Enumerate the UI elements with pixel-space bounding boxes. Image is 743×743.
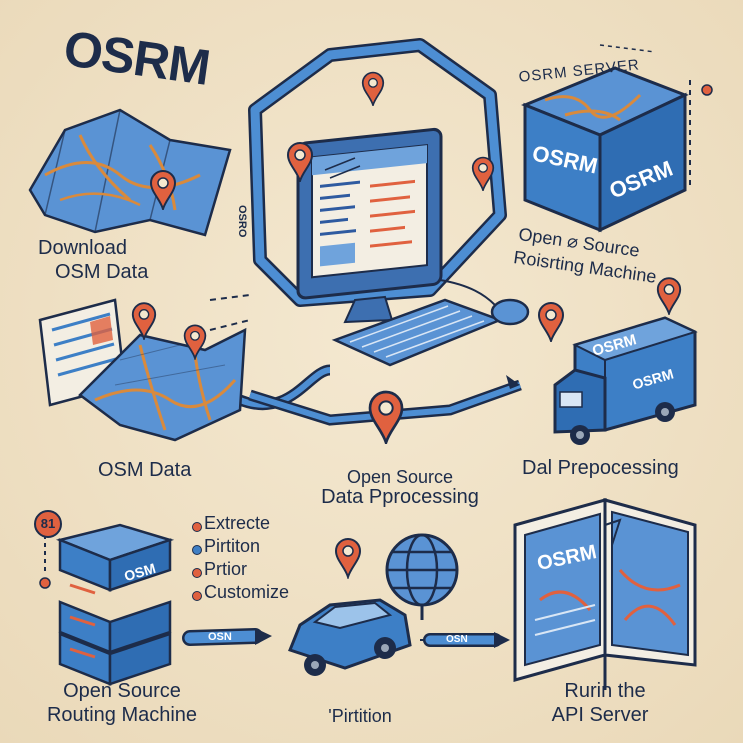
step-item: Extrecte (204, 513, 271, 533)
monitor-icon (296, 127, 443, 324)
step-bullet (192, 545, 202, 555)
truck-icon (553, 316, 698, 445)
globe-icon (385, 533, 459, 620)
open-book-icon (513, 498, 697, 690)
step-bullet (192, 568, 202, 578)
server-stack-icon (39, 523, 175, 686)
map-pin-icon (334, 537, 362, 579)
map-pin-icon (131, 302, 157, 340)
api-label-line1: Rurin the (564, 680, 646, 702)
step-item: Prtior (204, 559, 248, 579)
arrow-right-icon (182, 628, 272, 646)
car-icon (288, 598, 412, 676)
preprocessing-label: Dal Prepocessing (522, 457, 679, 479)
step-bullet (192, 522, 202, 532)
step-item: Pirtiton (204, 536, 261, 556)
processing-label-line1: Open Source (346, 467, 454, 487)
map-pin-icon (656, 277, 682, 315)
mouse-icon (439, 279, 530, 326)
processing-label-line2: Data Pprocessing (321, 486, 479, 508)
step-bullet (192, 591, 202, 601)
screen-vertical-text: OSRO (236, 205, 248, 238)
stack-badge: 81 (34, 510, 62, 538)
arrow-text-right: OSN (446, 634, 468, 645)
arrow-right-icon (423, 632, 510, 648)
routing-label-line2: Routing Machine (46, 704, 198, 726)
arrow-text-left: OSN (208, 631, 232, 643)
routing-label-line1: Open Source (63, 680, 181, 702)
api-label-line2: API Server (551, 704, 649, 726)
map-pin-icon (538, 302, 564, 342)
partition-label: 'Pirtition (328, 706, 392, 726)
map-pin-icon (368, 390, 404, 444)
server-cube-icon (521, 66, 713, 233)
map-pin-icon (471, 156, 495, 191)
map-pin-icon (361, 71, 385, 106)
folded-map-icon (78, 327, 247, 442)
step-item: Customize (204, 582, 290, 602)
folded-map-icon (28, 108, 232, 237)
download-label-line2: OSM Data (55, 261, 149, 283)
osm-data-label: OSM Data (98, 459, 192, 481)
download-label-line1: Download (38, 237, 127, 259)
